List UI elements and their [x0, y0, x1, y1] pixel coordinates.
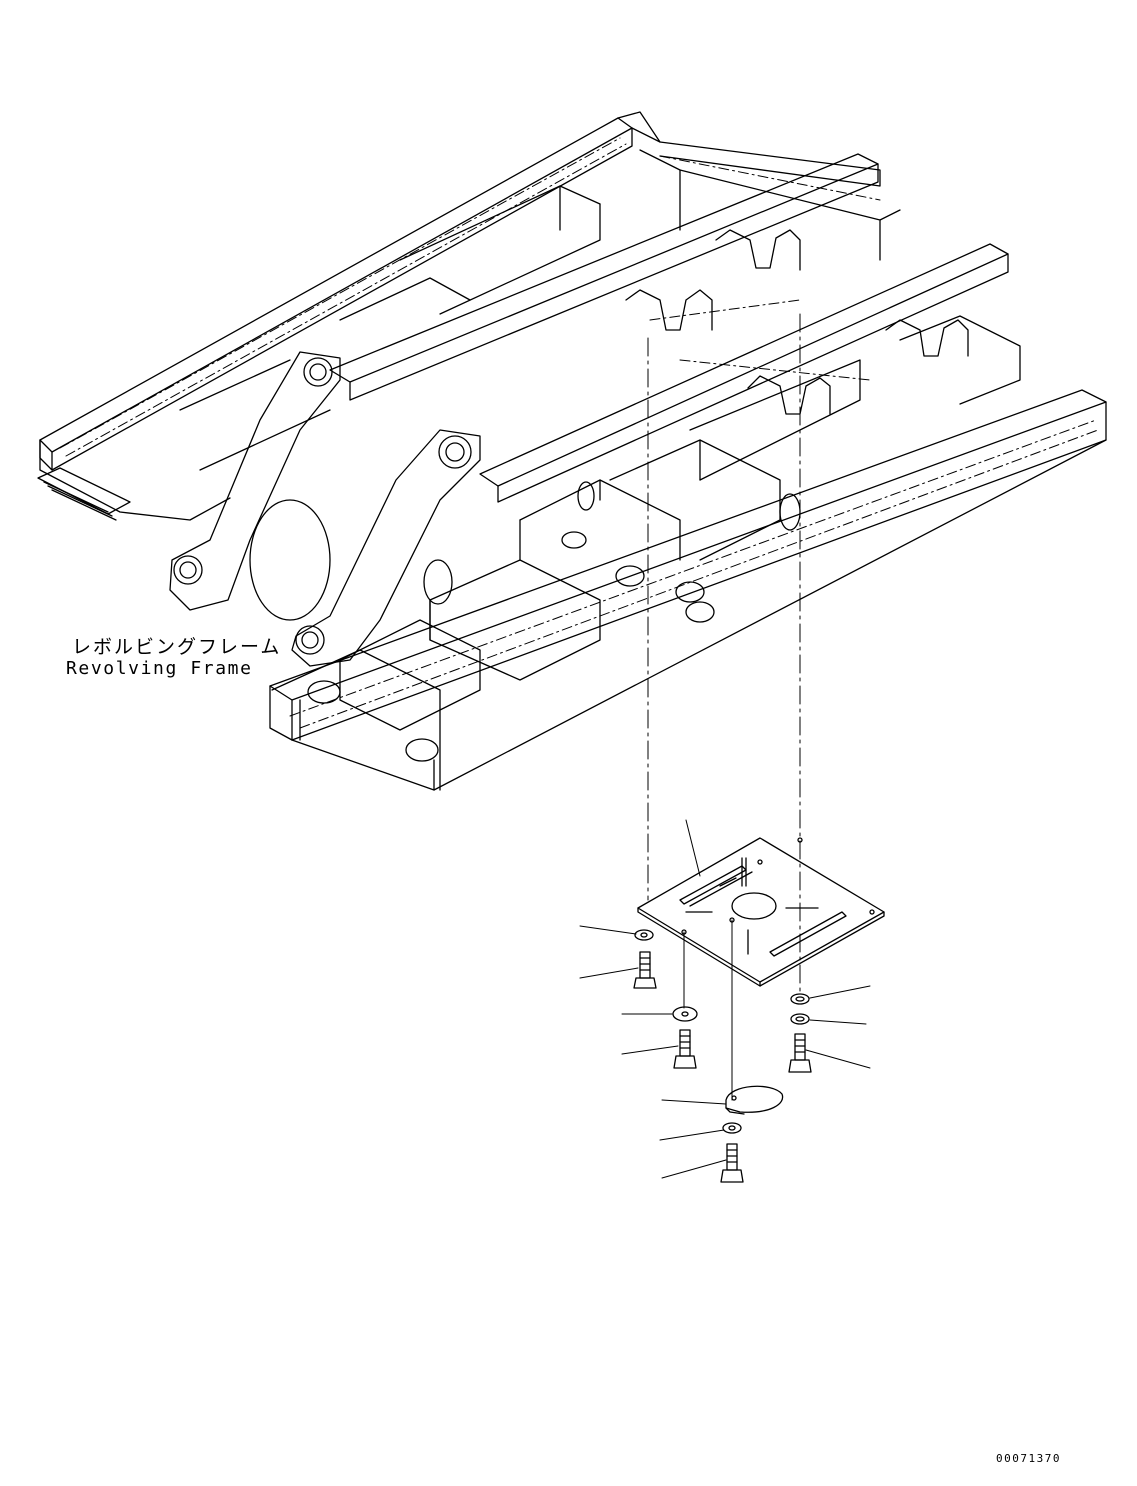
- mounting-plate: [637, 837, 885, 987]
- bolt-4: [720, 1143, 744, 1183]
- bolt-3: [788, 1033, 812, 1073]
- washer-3: [790, 993, 810, 1005]
- bolt-1: [633, 951, 657, 989]
- washer-5: [722, 1122, 742, 1134]
- figure-number: 00071370: [996, 1452, 1061, 1465]
- bolt-2: [673, 1029, 697, 1069]
- washer-1: [634, 929, 654, 941]
- leader-lines: [579, 819, 871, 1179]
- washer-4: [790, 1013, 810, 1025]
- cover-plate: [725, 1085, 784, 1115]
- frame-label-english: Revolving Frame: [66, 658, 253, 679]
- revolving-frame: [37, 111, 1107, 791]
- washer-2: [672, 1006, 698, 1022]
- frame-label-japanese: レボルビングフレーム: [72, 636, 282, 658]
- projection-lines: [647, 313, 801, 1101]
- hidden-lines: [59, 137, 1099, 729]
